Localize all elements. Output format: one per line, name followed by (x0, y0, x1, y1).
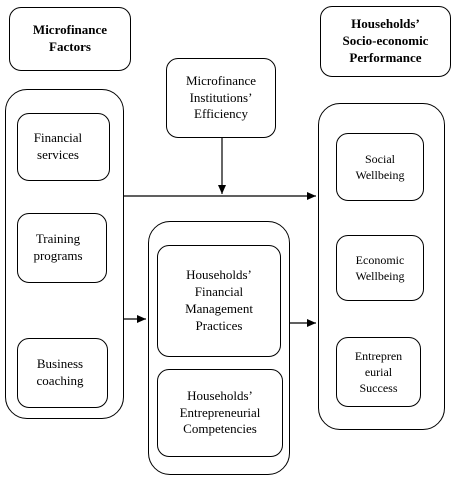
factor-financial-services (17, 113, 110, 181)
socioeconomic-performance-header-label: Households’ Socio-economic Performance (342, 16, 429, 65)
factor-training-programs-label: Training programs (33, 231, 83, 263)
socioeconomic-performance-header (320, 6, 451, 77)
mediator-entrepreneurial-competencies (157, 369, 283, 457)
mediator-entrepreneurial-competencies-label: Households’ Entrepreneurial Competencies (179, 387, 261, 437)
factor-financial-services-label: Financial services (33, 130, 83, 162)
outcome-entrepreneurial-success-label: Entrepren eurial Success (354, 348, 403, 396)
mfi-efficiency-box (166, 58, 276, 138)
factor-training-programs (17, 213, 107, 283)
mediator-financial-management (157, 245, 281, 357)
microfinance-factors-header (9, 7, 131, 71)
microfinance-factors-header-label: Microfinance Factors (32, 22, 108, 54)
outcome-social-wellbeing-label: Social Wellbeing (355, 151, 405, 182)
outcome-social-wellbeing (336, 133, 424, 201)
outcome-economic-wellbeing-label: Economic Wellbeing (355, 252, 405, 283)
factor-business-coaching (17, 338, 108, 408)
factor-business-coaching-label: Business coaching (36, 356, 84, 388)
mfi-efficiency-label: Microfinance Institutions’ Efficiency (185, 72, 257, 122)
outcome-economic-wellbeing (336, 235, 424, 301)
outcome-entrepreneurial-success (336, 337, 421, 407)
mediator-financial-management-label: Households’ Financial Management Practic… (185, 267, 253, 333)
